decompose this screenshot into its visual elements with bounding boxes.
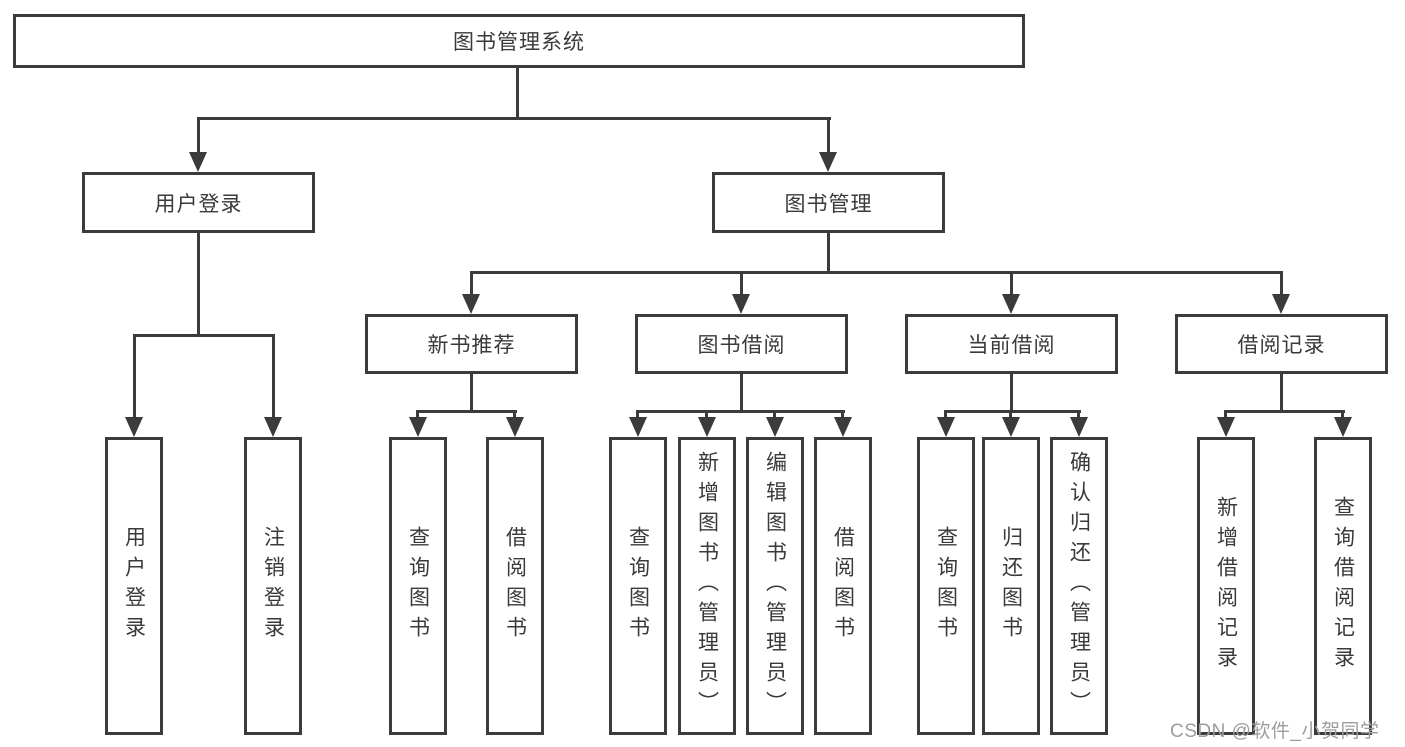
connector-book-mgmt-rail (470, 271, 1283, 274)
leaf-query-book-2-label: 查询图书 (626, 526, 650, 646)
leaf-borrow-book-1-label: 借阅图书 (503, 526, 527, 646)
node-book-mgmt-label: 图书管理 (784, 192, 873, 216)
connector-current-borrow-rail (944, 410, 1081, 413)
arrowhead-icon (1002, 294, 1020, 314)
leaf-add-borrow-record-label: 新增借阅记录 (1214, 496, 1238, 676)
leaf-edit-book-admin-label: 编辑图书（管理员） (763, 451, 787, 721)
connector-line (1009, 410, 1012, 419)
leaf-query-borrow-record: 查询借阅记录 (1314, 437, 1372, 735)
node-new-book-rec-label: 新书推荐 (427, 334, 516, 357)
connector-line (827, 117, 830, 155)
arrowhead-icon (1217, 417, 1235, 437)
connector-line (272, 334, 275, 419)
connector-user-login-trunk (197, 233, 200, 336)
leaf-add-book-admin: 新增图书（管理员） (678, 437, 736, 735)
leaf-confirm-return-admin-label: 确认归还（管理员） (1067, 451, 1091, 721)
leaf-borrow-book-1: 借阅图书 (486, 437, 544, 735)
connector-line (841, 410, 844, 419)
connector-line (944, 410, 947, 419)
leaf-query-book-1: 查询图书 (389, 437, 447, 735)
connector-user-login-rail (133, 334, 274, 337)
arrowhead-icon (732, 294, 750, 314)
node-user-login: 用户登录 (82, 172, 315, 233)
leaf-return-book-label: 归还图书 (999, 526, 1023, 646)
connector-borrow-record-trunk (1280, 374, 1283, 413)
leaf-add-borrow-record: 新增借阅记录 (1197, 437, 1255, 735)
arrowhead-icon (1002, 417, 1020, 437)
leaf-logout-label: 注销登录 (261, 526, 285, 646)
leaf-query-book-3: 查询图书 (917, 437, 975, 735)
arrowhead-icon (1272, 294, 1290, 314)
connector-line (1010, 271, 1013, 296)
connector-line (1077, 410, 1080, 419)
node-book-mgmt: 图书管理 (712, 172, 945, 233)
connector-line (1280, 271, 1283, 296)
leaf-user-login: 用户登录 (105, 437, 163, 735)
connector-root-trunk (516, 68, 519, 118)
arrowhead-icon (629, 417, 647, 437)
connector-line (197, 117, 200, 155)
connector-root-rail (197, 117, 831, 120)
arrowhead-icon (1334, 417, 1352, 437)
connector-current-borrow-trunk (1010, 374, 1013, 413)
leaf-user-login-label: 用户登录 (122, 526, 146, 646)
connector-book-mgmt-trunk (827, 233, 830, 274)
leaf-logout: 注销登录 (244, 437, 302, 735)
connector-line (416, 410, 419, 419)
connector-line (773, 410, 776, 419)
connector-line (133, 334, 136, 419)
leaf-add-book-admin-label: 新增图书（管理员） (695, 451, 719, 721)
connector-borrow-record-rail (1224, 410, 1345, 413)
node-current-borrow: 当前借阅 (905, 314, 1118, 374)
connector-line (740, 271, 743, 296)
node-root-label: 图书管理系统 (453, 31, 585, 54)
connector-line (1341, 410, 1344, 419)
node-borrow-record: 借阅记录 (1175, 314, 1388, 374)
arrowhead-icon (937, 417, 955, 437)
arrowhead-icon (264, 417, 282, 437)
arrowhead-icon (189, 152, 207, 172)
leaf-query-borrow-record-label: 查询借阅记录 (1331, 496, 1355, 676)
node-current-borrow-label: 当前借阅 (967, 334, 1056, 357)
node-root: 图书管理系统 (13, 14, 1025, 68)
arrowhead-icon (506, 417, 524, 437)
node-book-borrow-label: 图书借阅 (697, 334, 786, 357)
leaf-query-book-2: 查询图书 (609, 437, 667, 735)
connector-book-borrow-rail (636, 410, 845, 413)
connector-line (705, 410, 708, 419)
arrowhead-icon (766, 417, 784, 437)
arrowhead-icon (698, 417, 716, 437)
connector-line (513, 410, 516, 419)
leaf-query-book-1-label: 查询图书 (406, 526, 430, 646)
arrowhead-icon (834, 417, 852, 437)
node-borrow-record-label: 借阅记录 (1237, 334, 1326, 357)
watermark: CSDN @软件_小贺同学 (1170, 721, 1380, 742)
arrowhead-icon (462, 294, 480, 314)
arrowhead-icon (1070, 417, 1088, 437)
node-book-borrow: 图书借阅 (635, 314, 848, 374)
leaf-query-book-3-label: 查询图书 (934, 526, 958, 646)
leaf-confirm-return-admin: 确认归还（管理员） (1050, 437, 1108, 735)
leaf-borrow-book-2: 借阅图书 (814, 437, 872, 735)
connector-line (636, 410, 639, 419)
arrowhead-icon (819, 152, 837, 172)
leaf-borrow-book-2-label: 借阅图书 (831, 526, 855, 646)
connector-new-book-trunk (470, 374, 473, 413)
connector-line (470, 271, 473, 296)
arrowhead-icon (409, 417, 427, 437)
arrowhead-icon (125, 417, 143, 437)
leaf-edit-book-admin: 编辑图书（管理员） (746, 437, 804, 735)
node-user-login-label: 用户登录 (154, 192, 243, 216)
leaf-return-book: 归还图书 (982, 437, 1040, 735)
connector-book-borrow-trunk (740, 374, 743, 413)
connector-line (1224, 410, 1227, 419)
node-new-book-rec: 新书推荐 (365, 314, 578, 374)
connector-new-book-rail (416, 410, 517, 413)
